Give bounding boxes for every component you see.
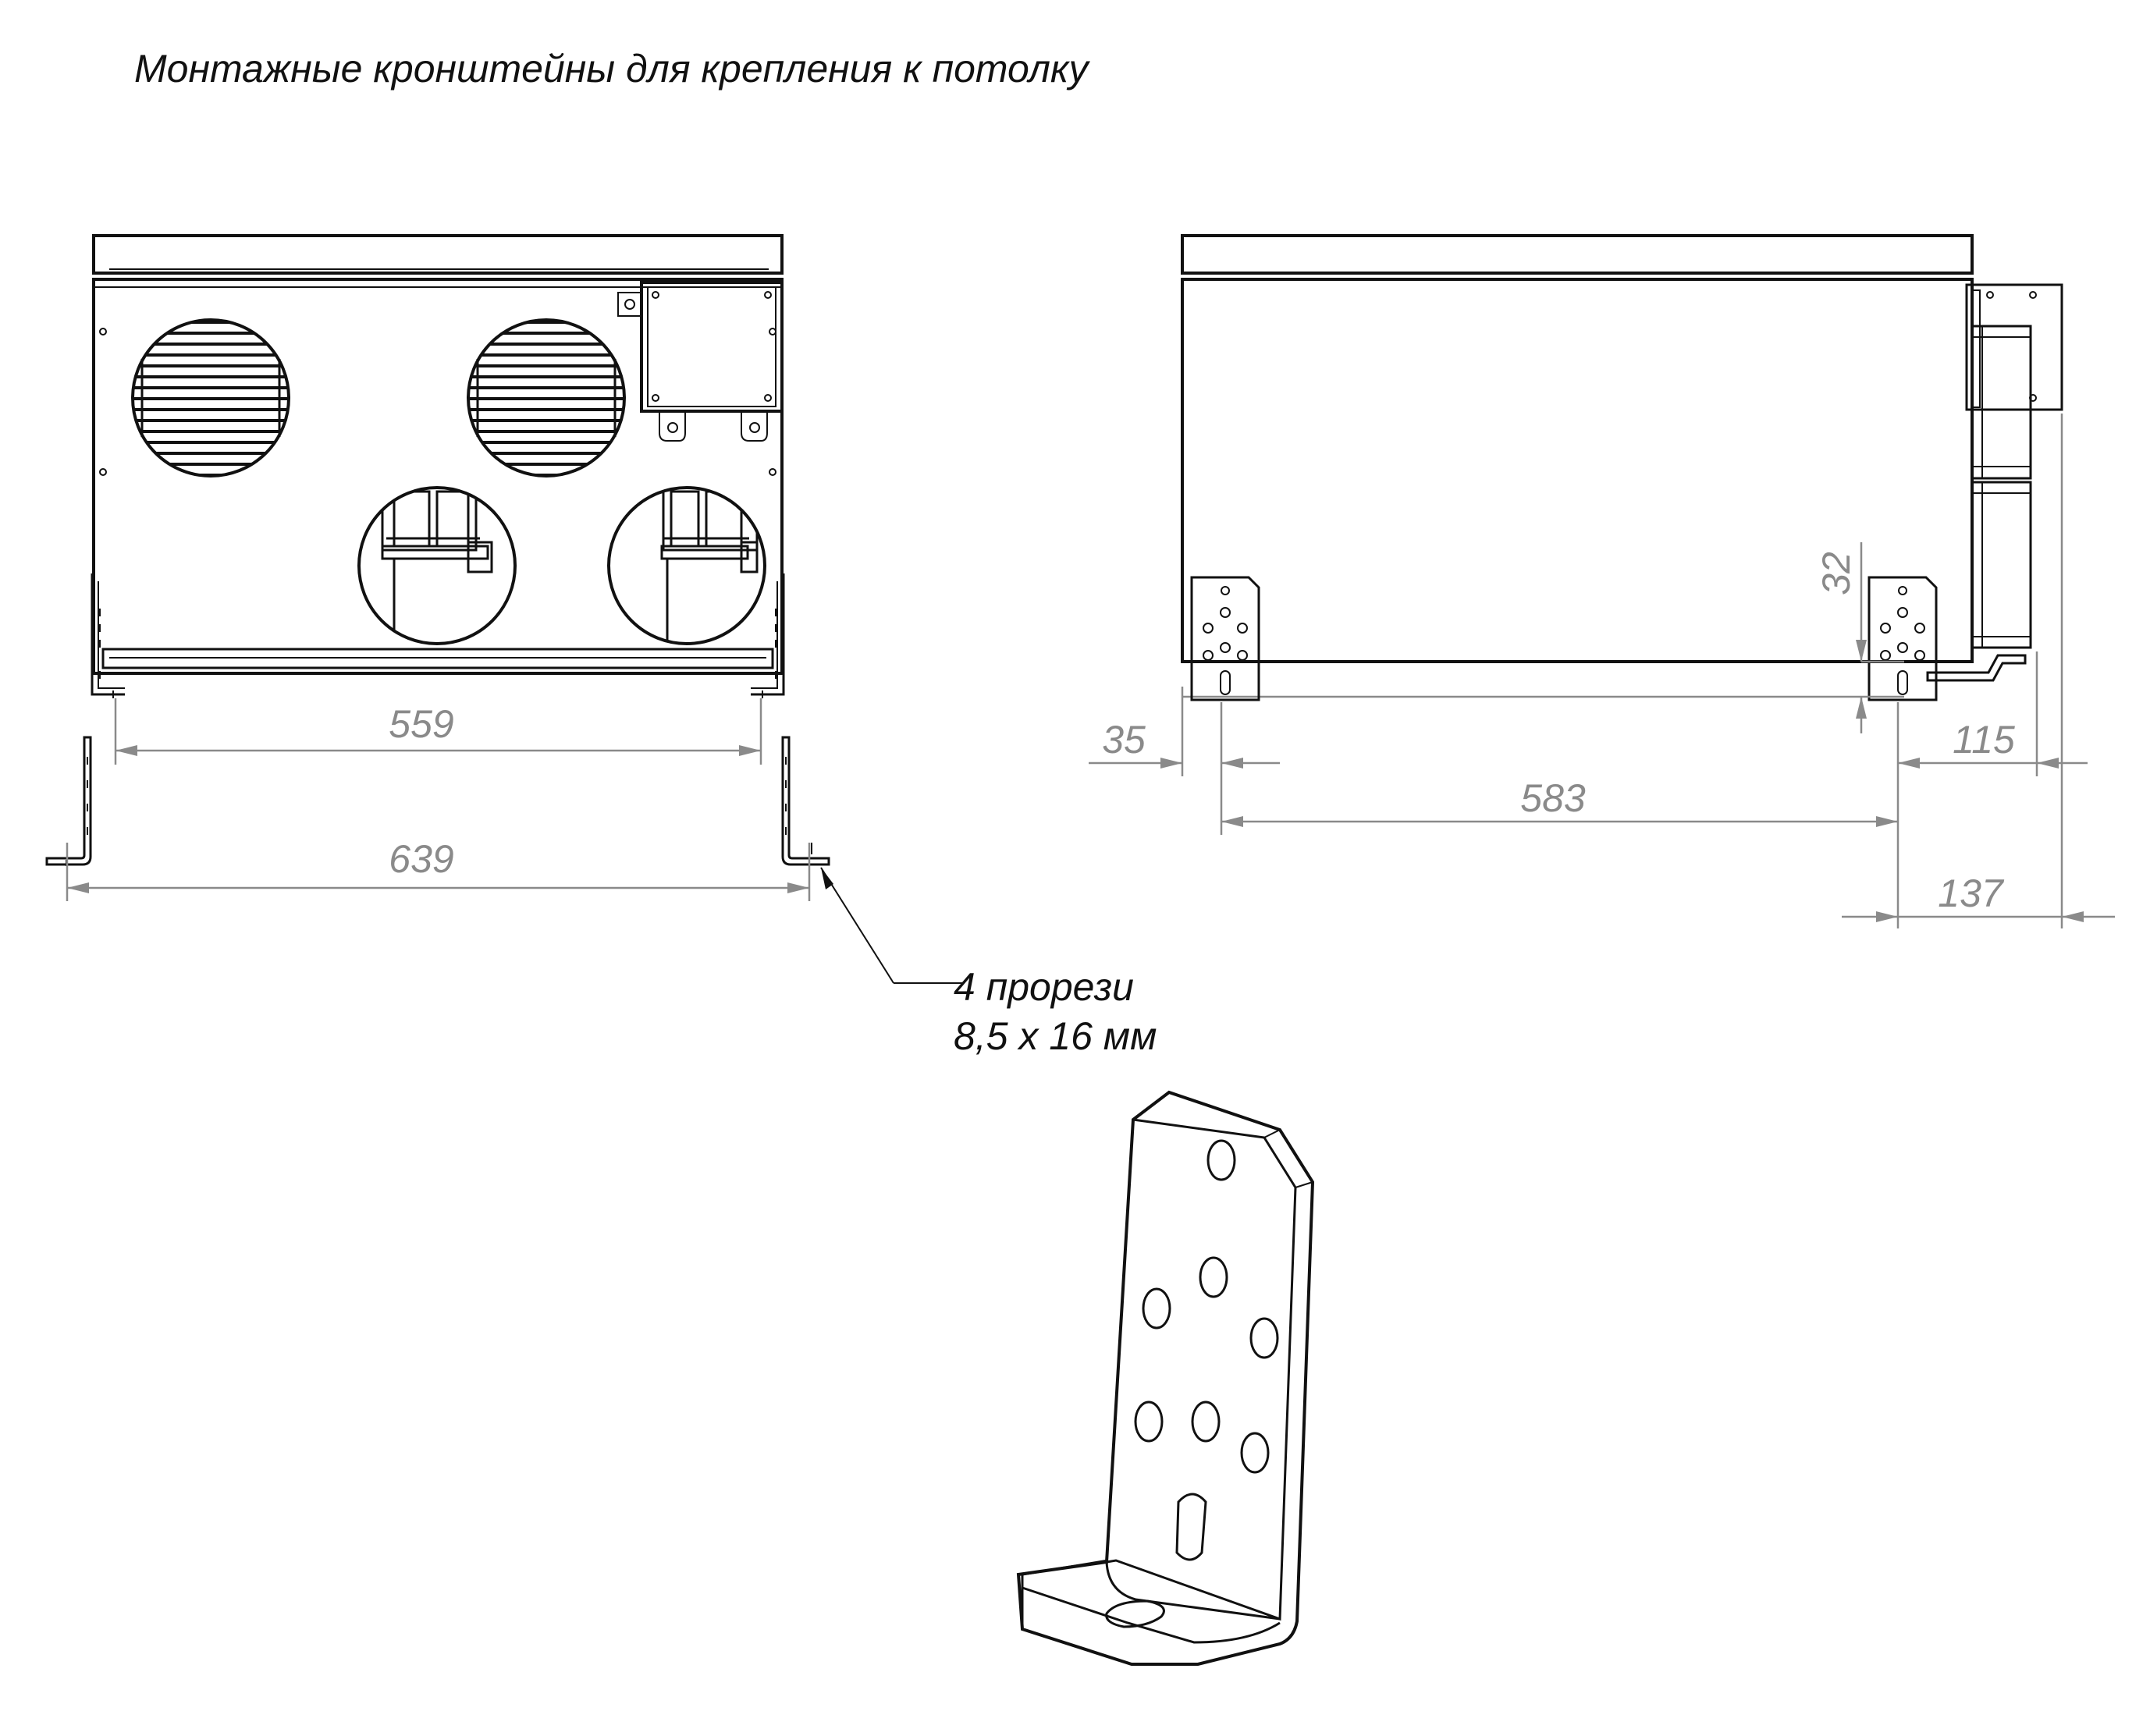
slot-note-line2: 8,5 х 16 мм [954, 1014, 1157, 1058]
bracket-slot-vertical [1175, 1493, 1207, 1561]
fan-opening-left [357, 486, 517, 645]
bracket-holes [1134, 1139, 1279, 1474]
front-bracket-right [751, 573, 785, 698]
slot-note-line1: 4 прорези [954, 965, 1134, 1009]
front-view-body [92, 278, 784, 675]
detached-bracket-right [781, 736, 830, 866]
front-view [45, 234, 830, 866]
dimension-583: 583 [1221, 702, 1899, 928]
dimension-137-label: 137 [1938, 872, 2005, 915]
side-bracket-right [1867, 576, 1938, 701]
dimension-559-label: 559 [389, 702, 453, 746]
grille-right [467, 318, 626, 477]
detached-bracket-left [45, 736, 92, 866]
dimension-559: 559 [114, 698, 762, 765]
dimension-137: 137 [1842, 414, 2115, 928]
slot-note: 4 прорези 8,5 х 16 мм [820, 867, 1157, 1058]
grille-left [131, 318, 290, 477]
side-view-body [1181, 278, 1974, 663]
drawing-title: Монтажные кронштейны для крепления к пот… [134, 47, 1091, 91]
dimension-639-label: 639 [389, 837, 453, 881]
bracket-isometric [1016, 1090, 1315, 1666]
bracket-slot-base [1105, 1599, 1165, 1628]
side-view-lid [1181, 234, 1974, 275]
dimension-115: 115 [1898, 651, 2088, 776]
fan-opening-right [607, 486, 766, 645]
dimension-32-label: 32 [1814, 552, 1858, 595]
dimension-35-label: 35 [1102, 718, 1146, 761]
spigot-upper [1971, 325, 2032, 480]
spigot-lower [1971, 481, 2032, 649]
drain-pipe [1926, 654, 2027, 682]
terminal-box [617, 281, 784, 442]
dimension-32: 32 [1814, 542, 1904, 733]
dimension-35: 35 [1089, 687, 1280, 835]
front-bracket-left [91, 573, 125, 698]
side-view [1181, 234, 2063, 701]
dimension-583-label: 583 [1520, 776, 1586, 820]
side-bracket-left [1190, 576, 1260, 701]
dimension-115-label: 115 [1953, 718, 2015, 761]
bottom-rail [101, 648, 774, 669]
dimension-639: 639 [66, 837, 811, 901]
front-view-lid [92, 234, 784, 275]
